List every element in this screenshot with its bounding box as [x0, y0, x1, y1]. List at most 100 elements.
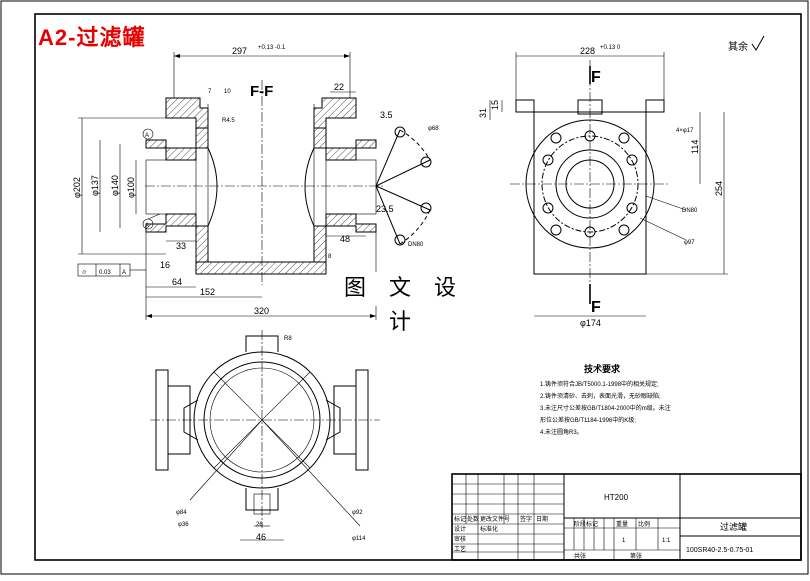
tb-ratio: 比例 — [638, 520, 650, 528]
tb-qty: 1 — [622, 538, 626, 544]
tb-rlabel-5: 日期 — [536, 515, 548, 523]
dim-phi174: φ174 — [580, 318, 601, 328]
tb-rlabel-1: 标记 — [454, 515, 466, 523]
dim-297: 297 — [232, 46, 247, 56]
wall-right-upper — [313, 127, 327, 149]
roughness-symbol — [751, 35, 765, 51]
dim-320: 320 — [254, 306, 269, 316]
dim-16: 16 — [160, 260, 170, 270]
side-bolt-circle — [541, 135, 639, 233]
dim-phi114: φ114 — [352, 536, 366, 542]
tb-weight: 重量 — [616, 520, 628, 528]
section-arrow-bottom: F — [591, 299, 601, 316]
tb-role-process: 工艺 — [454, 545, 466, 553]
side-flange-right-bottom — [325, 213, 377, 233]
bolt-detail: φ68 DN80 — [375, 126, 439, 248]
dim-phi84: φ84 — [176, 510, 187, 516]
dim-33: 33 — [176, 241, 186, 251]
dim-46: 46 — [256, 532, 266, 542]
title-block: 标记 处数 更改文件号 签字 日期 设计 标准化 审核 工艺 HT200 阶段标… — [451, 473, 802, 561]
side-view: F F 228 +0.13 0 31 15 114 254 φ174 4×φ17… — [478, 45, 728, 328]
tb-std: 标准化 — [480, 525, 498, 533]
dim-31: 31 — [478, 108, 488, 118]
tech-req-item-2: 2.铸件须清砂、去刺，表面光滑，无砂眼缺陷; — [540, 392, 661, 400]
dim-phi100: φ100 — [126, 177, 136, 198]
tech-req-item-4: 形位公差按GB/T1184-1996中的K级; — [540, 416, 636, 424]
right-port-bore — [325, 159, 377, 215]
dim-297-tol: +0.13 -0.1 — [258, 45, 286, 51]
dim-15: 15 — [490, 100, 500, 110]
tb-part-name: 过滤罐 — [720, 521, 747, 532]
dim-dn80: DN80 — [408, 242, 424, 248]
svg-text:A: A — [145, 133, 149, 139]
tb-rlabel-3: 更改文件号 — [480, 515, 510, 523]
tech-req-item-5: 4.未注圆角R3。 — [540, 428, 583, 436]
tech-req-item-1: 1.铸件须符合JB/T5000.1-1998中的相关规定; — [540, 380, 659, 388]
wall-left-upper — [195, 127, 209, 149]
tol-value: 0.03 — [99, 270, 111, 276]
tb-role-design: 设计 — [454, 525, 466, 533]
dim-228-tol: +0.13 0 — [600, 45, 621, 51]
wall-left-lower — [195, 225, 209, 263]
top-view: R8 26 46 φ84 φ92 φ36 φ114 — [150, 330, 380, 542]
tb-material: HT200 — [604, 493, 629, 502]
tech-req-item-3: 3.未注尺寸公差按GB/T1804-2000中的m级。未注 — [540, 404, 671, 412]
tech-req-heading: 技术要求 — [584, 363, 621, 374]
wall-right-lower — [313, 225, 327, 263]
side-flange-left-bottom — [145, 213, 197, 233]
datum-a-label: A — [145, 223, 149, 229]
dim-64: 64 — [172, 277, 182, 287]
top-inner-circle — [203, 361, 321, 479]
body-bottom — [195, 261, 327, 275]
watermark: 图 文 设 计 — [333, 272, 475, 335]
dim-48: 48 — [340, 234, 350, 244]
dim-228: 228 — [580, 46, 595, 56]
dim-254: 254 — [714, 181, 724, 196]
roughness-note: 其余 — [728, 40, 748, 53]
side-flange-outer — [525, 119, 655, 249]
tb-sheet-total: 共张 — [574, 552, 586, 560]
tb-rlabel-2: 处数 — [467, 515, 479, 523]
dim-235: 23.5 — [376, 204, 394, 214]
dim-r8: R8 — [284, 336, 292, 342]
side-flange-right-top — [325, 139, 377, 161]
side-bore-inner — [565, 159, 615, 209]
tolerance-frame: ⌭ 0.03 A — [77, 263, 146, 277]
tb-scale: 1:1 — [662, 538, 671, 544]
dim-r45: R4.5 — [222, 118, 235, 124]
dim-7: 7 — [208, 89, 212, 95]
sheet-label: A2-过滤罐 — [38, 25, 146, 50]
dim-26: 26 — [256, 522, 263, 528]
top-flange-left — [165, 97, 209, 129]
inner-curve-left — [207, 147, 218, 227]
top-bore-circle — [209, 367, 315, 473]
dim-phi140: φ140 — [110, 175, 120, 196]
tb-role-review: 审核 — [454, 535, 466, 543]
dim-phi202: φ202 — [72, 177, 82, 198]
side-flange-left-top — [145, 139, 197, 161]
dim-10: 10 — [224, 89, 231, 95]
inner-border — [34, 13, 802, 561]
section-arrow-top: F — [591, 69, 601, 86]
technical-requirements: 技术要求 1.铸件须符合JB/T5000.1-1998中的相关规定; 2.铸件须… — [540, 363, 671, 436]
tol-symbol: ⌭ — [82, 270, 87, 276]
top-flange-right — [313, 97, 357, 129]
tb-rlabel-4: 签字 — [520, 515, 532, 523]
section-view-ff: 297 +0.13 -0.1 7 10 22 F-F R4.5 3.5 23.5… — [72, 45, 439, 320]
side-bore-outer — [555, 149, 625, 219]
dim-phi68: φ68 — [428, 126, 439, 132]
dim-22: 22 — [334, 82, 344, 92]
left-port-bore — [145, 159, 197, 215]
tb-drawing-no: 100SR40-2.5-0.75-01 — [686, 547, 753, 554]
dim-4-phi17: 4×φ17 — [676, 128, 694, 134]
dim-phi36: φ36 — [178, 522, 189, 528]
dim-152: 152 — [200, 287, 215, 297]
dim-114: 114 — [690, 140, 700, 154]
tol-datum: A — [122, 270, 126, 276]
tb-stage: 阶段标记 — [574, 520, 598, 528]
top-outer-circle — [193, 351, 331, 489]
dim-35: 3.5 — [380, 110, 393, 120]
inner-curve-right — [304, 147, 315, 227]
